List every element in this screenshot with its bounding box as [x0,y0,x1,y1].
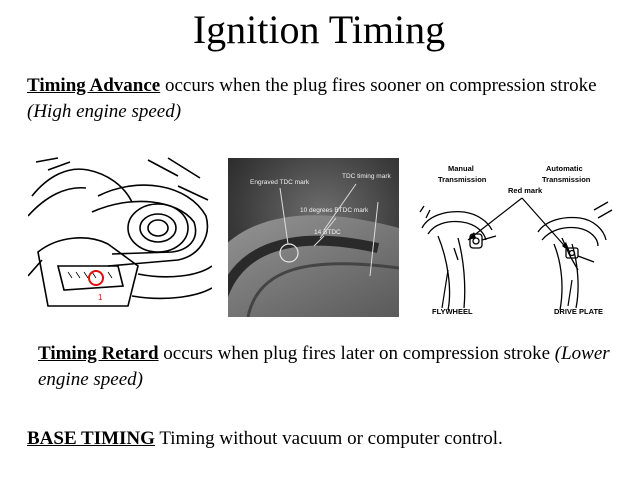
base-timing-paragraph: BASE TIMING Timing without vacuum or com… [27,426,627,452]
slide-title: Ignition Timing [192,7,446,52]
base-timing-term: BASE TIMING [27,428,155,449]
timing-retard-text: occurs when plug fires later on compress… [158,343,555,364]
red-mark-label: Red mark [508,186,543,195]
pulley-sketch-image: 1 [27,156,213,316]
timing-advance-note: (High engine speed) [27,101,182,122]
manual-label-line1: Manual [448,164,474,173]
fourteen-btdc-label: 14 BTDC [314,229,341,236]
automatic-label-line2: Transmission [542,175,591,184]
automatic-label-line1: Automatic [546,164,583,173]
flywheel-drive-plate-diagram: Manual Transmission Automatic Transmissi… [418,160,614,320]
base-timing-text: Timing without vacuum or computer contro… [154,428,503,449]
pulley-sketch-label: 1 [98,293,103,302]
timing-retard-term: Timing Retard [38,343,159,364]
timing-retard-paragraph: Timing Retard occurs when plug fires lat… [38,341,628,393]
drive-plate-label: DRIVE PLATE [554,307,603,316]
timing-advance-term: Timing Advance [27,75,161,96]
flywheel-label: FLYWHEEL [432,307,473,316]
timing-marks-photo: Engraved TDC mark TDC timing mark 10 deg… [188,158,400,318]
timing-advance-text: occurs when the plug fires sooner on com… [160,75,597,96]
ten-btdc-label: 10 degrees BTDC mark [300,207,369,214]
engraved-tdc-label: Engraved TDC mark [250,179,310,186]
timing-retard-note: (Lower engine speed) [38,343,610,390]
tdc-timing-mark-label: TDC timing mark [342,173,392,180]
manual-label-line2: Transmission [438,175,487,184]
timing-advance-paragraph: Timing Advance occurs when the plug fire… [27,73,627,125]
